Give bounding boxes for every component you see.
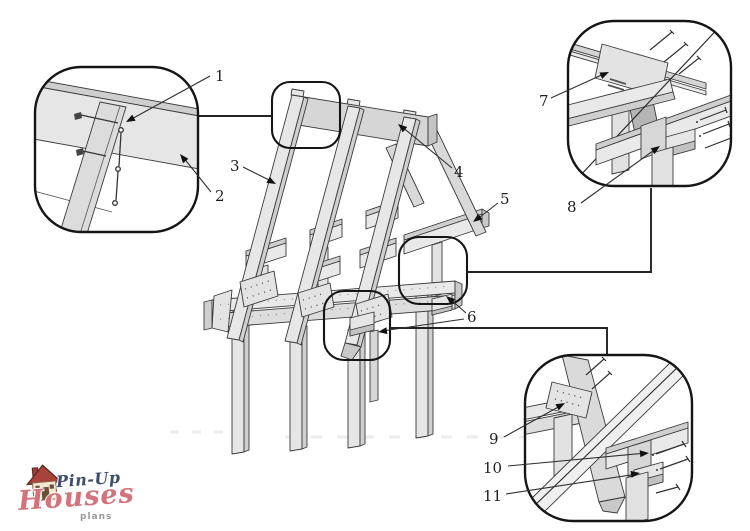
detail-top-right bbox=[566, 19, 733, 188]
logo-tagline: plans bbox=[80, 512, 113, 522]
callout-6: 6 bbox=[467, 308, 477, 326]
callout-7: 7 bbox=[539, 92, 549, 110]
logo-brand-main: Houses bbox=[17, 477, 136, 518]
house-icon bbox=[25, 464, 63, 502]
callout-11: 11 bbox=[483, 487, 502, 505]
screws bbox=[74, 112, 124, 206]
detail-top-right-border bbox=[566, 19, 733, 188]
callout-arrowheads bbox=[126, 72, 660, 478]
screws bbox=[607, 29, 731, 149]
connector-line-top-right bbox=[467, 188, 652, 273]
highlight-ridge-joint bbox=[270, 80, 342, 150]
callout-leaders bbox=[127, 72, 658, 495]
detail-connector-lines bbox=[198, 115, 652, 357]
detail-bottom-right bbox=[523, 353, 694, 523]
callout-9: 9 bbox=[489, 430, 499, 448]
gussets bbox=[239, 270, 393, 328]
screws bbox=[585, 356, 691, 494]
callout-3: 3 bbox=[230, 157, 240, 175]
callout-4: 4 bbox=[454, 163, 464, 181]
detail-bottom-right-border bbox=[523, 353, 694, 523]
joint-highlights bbox=[270, 80, 469, 362]
detail-top-left-border bbox=[33, 65, 200, 234]
callout-1: 1 bbox=[215, 67, 225, 85]
callout-2: 2 bbox=[215, 187, 225, 205]
callout-10: 10 bbox=[483, 459, 502, 477]
main-structure bbox=[170, 88, 645, 455]
rafters bbox=[226, 94, 421, 361]
detail-top-left bbox=[33, 65, 200, 234]
callout-numbers: 1 2 3 4 5 6 7 8 9 10 11 bbox=[215, 67, 577, 505]
callout-8: 8 bbox=[567, 198, 577, 216]
brand-logo: Pin-Up Houses plans bbox=[17, 458, 144, 528]
highlight-plate-joint bbox=[397, 235, 469, 306]
highlight-rafter-tail-joint bbox=[322, 289, 392, 362]
connector-line-bottom-right bbox=[390, 327, 608, 357]
callout-5: 5 bbox=[500, 190, 510, 208]
